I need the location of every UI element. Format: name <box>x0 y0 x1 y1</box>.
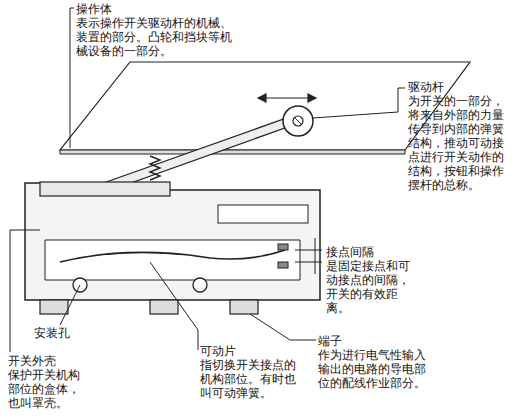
description: 指切换开关接点的机构部位。有时也叫可动弹簧。 <box>200 358 302 400</box>
part-name: 端子 <box>318 334 378 348</box>
roller-axle <box>294 117 302 125</box>
description: 作为进行电气性输入输出的电路的导电部位的配线作业部分。 <box>318 348 432 390</box>
part-name: 操作体 <box>76 2 156 16</box>
mounting-hole <box>193 278 207 292</box>
dimension-line <box>295 262 322 263</box>
terminal <box>40 300 68 314</box>
lever-roller <box>283 106 313 136</box>
part-name: 驱动杆 <box>408 80 488 94</box>
part-name: 可动片 <box>200 344 280 358</box>
leader-line <box>250 314 316 340</box>
fixed-contact <box>278 244 288 250</box>
housing-marking <box>218 205 308 223</box>
movable-spring <box>60 250 285 262</box>
cutaway-interior <box>45 240 300 280</box>
dimension-line <box>315 238 316 274</box>
terminal <box>230 300 258 314</box>
housing-top <box>40 182 170 196</box>
leader-line <box>313 88 405 118</box>
leader-line <box>70 8 71 148</box>
leader-line <box>60 285 80 325</box>
plate-edge <box>60 150 405 154</box>
description: 保护开关机构部位的盒体，也叫罩壳。 <box>8 368 86 410</box>
part-name: 安装孔 <box>34 326 114 340</box>
description: 为开关的一部分，将来自外部的力量传导到内部的弹簧结构，推动可动接点进行开关动作的… <box>408 94 508 192</box>
motion-arrow <box>258 94 316 102</box>
description: 是固定接点和可动接点的间隔，开关的有效距离。 <box>326 259 416 315</box>
terminal <box>150 300 178 314</box>
leader-line <box>150 262 198 350</box>
roller-axle <box>293 116 303 126</box>
part-name: 开关外壳 <box>8 354 98 368</box>
fixed-contact <box>278 262 288 268</box>
leader-line <box>70 8 74 9</box>
switch-housing <box>25 183 320 300</box>
dimension-line <box>295 250 322 251</box>
description: 表示操作开关驱动杆的机械、装置的部分。凸轮和挡块等机械设备的一部分。 <box>76 16 238 58</box>
part-name: 接点间隔 <box>326 245 406 259</box>
return-spring <box>150 156 160 180</box>
